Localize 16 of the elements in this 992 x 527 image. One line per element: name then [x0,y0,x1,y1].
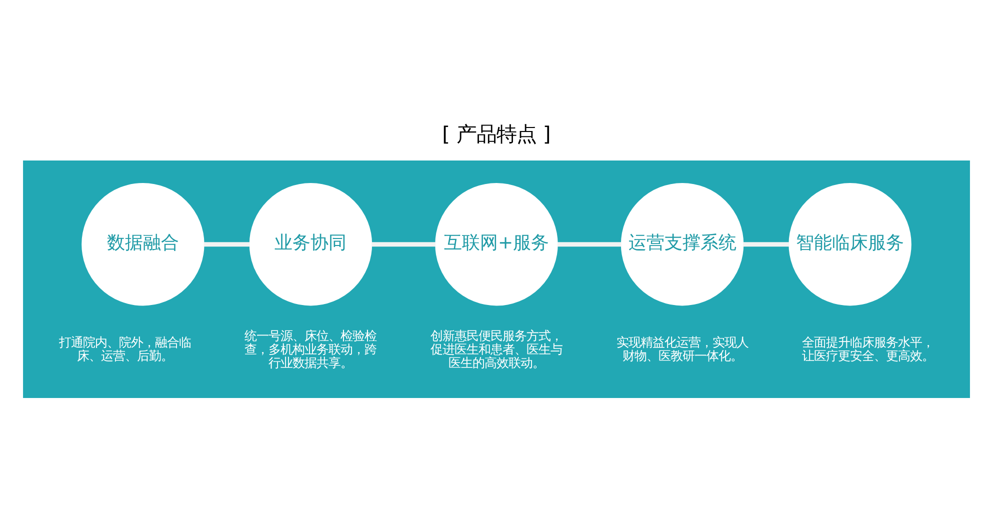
node-label: 实现精益化运营，实现人财物、医教研一体化。 [616,336,748,364]
diagram-title: [ 产品特点 ] [442,122,550,146]
node-label: 创新惠民便民服务方式，促进医生和患者、医生与医生的高效联动。 [430,328,562,370]
node-label: 全面提升临床服务水平，让医疗更安全、更高效。 [802,336,934,364]
node-circle: 数据融合 [81,183,204,306]
cluster [22,160,970,398]
node-circle: 运营支撑系统 [620,183,744,306]
connector [556,242,621,247]
node-label: 统一号源、床位、检验检查，多机构业务联动，跨行业数据共享。 [244,328,376,370]
node-circle: 智能临床服务 [788,183,911,306]
node-circle: 互联网+服务 [434,183,558,306]
node-circle: 业务协同 [248,183,372,306]
node-label: 打通院内、院外，融合临床、运营、后勤。 [58,336,190,364]
connector [371,242,436,247]
connector [742,242,789,247]
connector [203,242,250,247]
